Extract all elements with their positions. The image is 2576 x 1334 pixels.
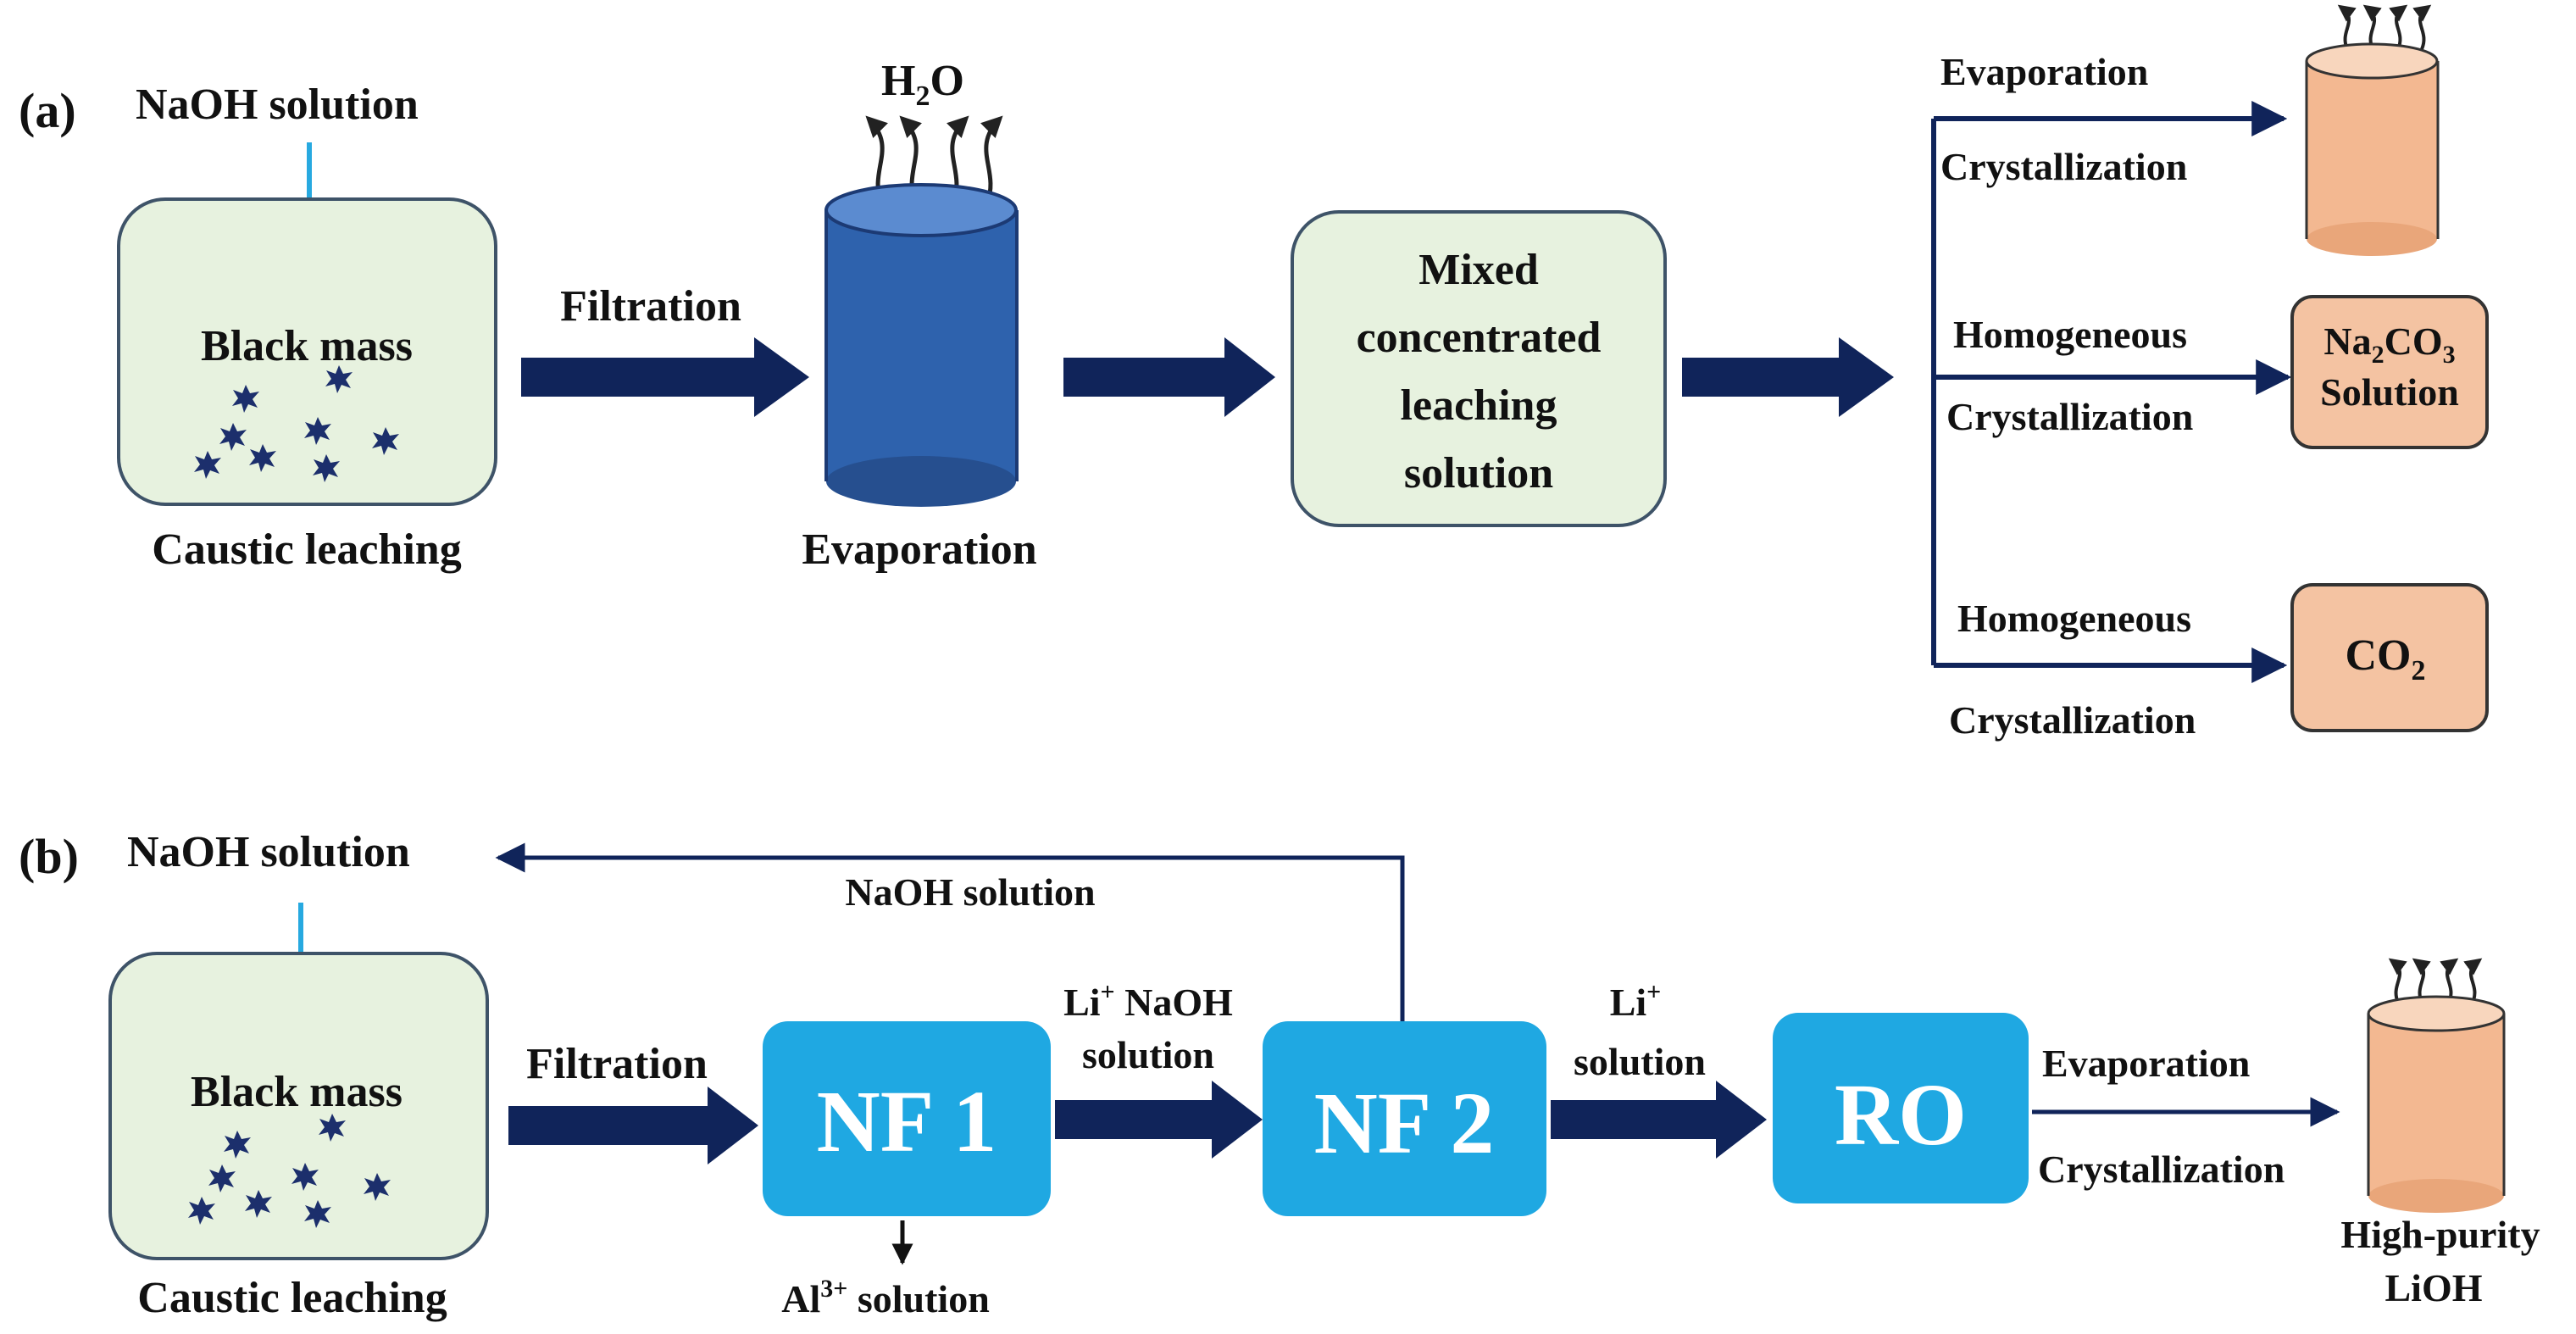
na2co3-solution-box (2290, 295, 2489, 449)
filtration-arrow-b (508, 1087, 758, 1164)
caustic-leaching-box-b (108, 952, 489, 1260)
li-naoh-solution-label: solution (1082, 1033, 1214, 1076)
na2co3-solution-label: Solution (2320, 370, 2459, 414)
panel-a-label: (a) (19, 83, 76, 138)
arrow-nf1-to-nf2 (1055, 1081, 1263, 1159)
product-cylinder-icon-b (2367, 995, 2506, 1213)
caustic-leaching-box-a (117, 197, 497, 506)
ro-label: RO (1835, 1066, 1967, 1164)
nf2-unit (1263, 1021, 1546, 1216)
nf2-label: NF 2 (1314, 1075, 1495, 1172)
arrow-to-mixed-a (1063, 337, 1275, 417)
filtration-arrow-a (521, 337, 809, 417)
na2co3-label: Na2CO3 (2323, 320, 2455, 369)
branch3-top-label: Homogeneous (1957, 597, 2191, 640)
nf1-label: NF 1 (817, 1073, 997, 1170)
nf1-unit (763, 1021, 1051, 1216)
mixed-line4: solution (1404, 449, 1553, 497)
black-mass-label-b: Black mass (191, 1068, 402, 1116)
branch3-bottom-label: Crystallization (1949, 698, 2196, 742)
li-naoh-label: Li+ NaOH (1063, 978, 1233, 1024)
co2-box (2290, 583, 2489, 732)
naoh-input-label-b: NaOH solution (127, 828, 410, 876)
mixed-line1: Mixed (1418, 246, 1539, 294)
branch2-bottom-label: Crystallization (1946, 395, 2193, 438)
product-line1: High-purity (2340, 1213, 2540, 1256)
caustic-leaching-label-a: Caustic leaching (152, 525, 461, 574)
branch1-bottom-label: Crystallization (1940, 145, 2187, 188)
naoh-recycle-label-b: NaOH solution (845, 870, 1095, 914)
ro-unit (1773, 1013, 2029, 1203)
h2o-label-a: H2O (881, 57, 964, 112)
steam-icon-a2 (2337, 4, 2432, 50)
filtration-label-a: Filtration (560, 282, 741, 331)
li-solution-label: solution (1574, 1040, 1706, 1083)
panel-b-label: (b) (19, 829, 79, 884)
branch2-top-label: Homogeneous (1953, 313, 2187, 356)
mixed-solution-box-a (1291, 210, 1667, 527)
arrow-nf2-to-ro (1551, 1081, 1767, 1159)
mixed-line2: concentrated (1357, 314, 1602, 362)
branch1-top-label: Evaporation (1940, 50, 2148, 93)
black-mass-label-a: Black mass (201, 322, 413, 370)
branch-lines-a (1931, 101, 2292, 683)
naoh-input-label-a: NaOH solution (136, 81, 419, 129)
mixed-line3: leaching (1401, 381, 1557, 430)
naoh-recycle-arrow-b (495, 842, 1405, 1021)
li-label: Li+ (1610, 978, 1662, 1024)
caustic-leaching-label-b: Caustic leaching (137, 1274, 447, 1322)
crystallization-label-b: Crystallization (2038, 1148, 2285, 1191)
co2-label: CO2 (2346, 631, 2426, 686)
crystallizer-cylinder-icon-a (2305, 42, 2440, 256)
filtration-label-b: Filtration (526, 1040, 708, 1088)
evaporator-cylinder-icon-a (824, 183, 1019, 507)
evaporation-label-b: Evaporation (2042, 1042, 2250, 1085)
evaporation-label-a: Evaporation (802, 525, 1036, 574)
product-line2: LiOH (2384, 1266, 2482, 1309)
arrow-to-branches-a (1682, 337, 1894, 417)
al-solution-label: Al3+ solution (781, 1275, 990, 1320)
